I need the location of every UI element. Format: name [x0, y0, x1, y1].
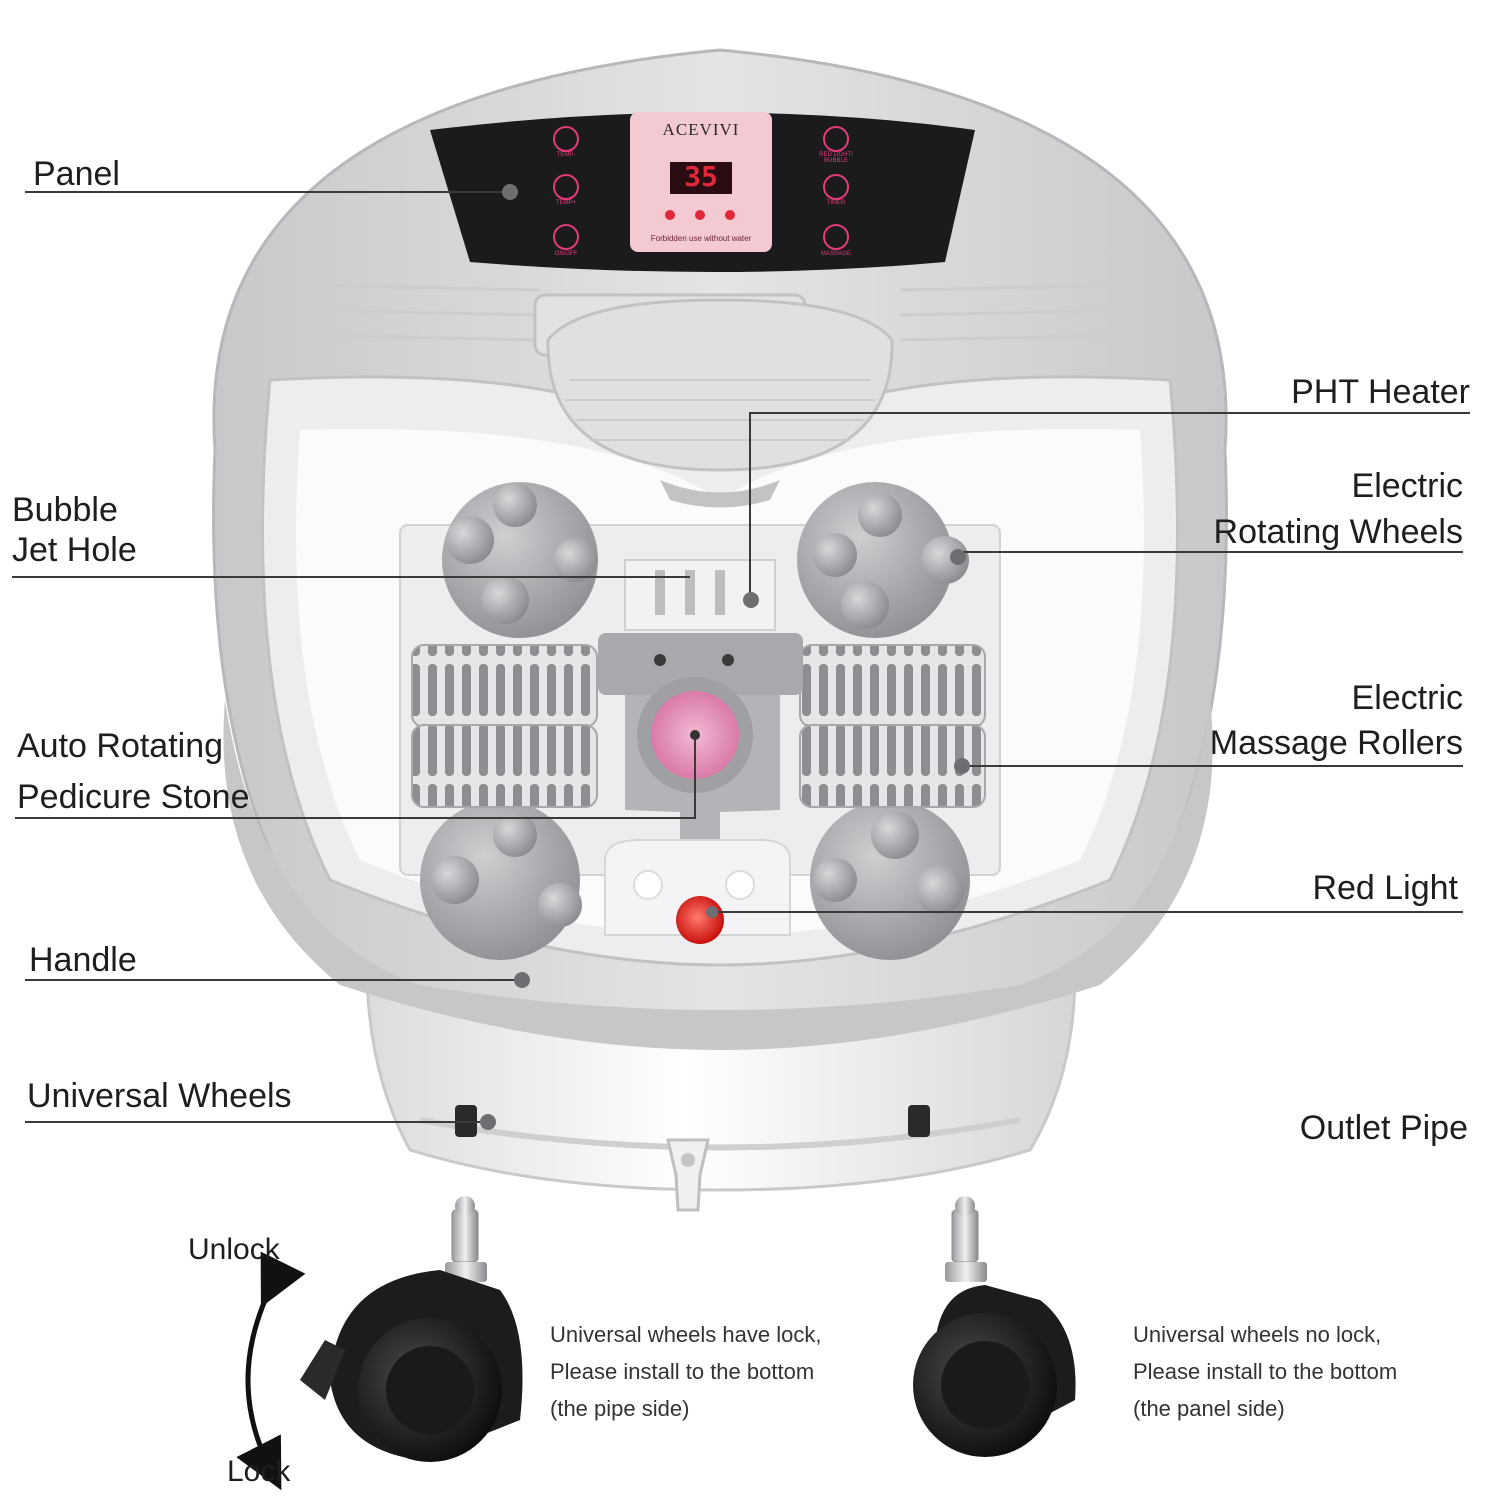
non-locking-note-line3: (the panel side): [1133, 1396, 1285, 1421]
wheel-bottom-left: [420, 800, 582, 960]
non-locking-note-line1: Universal wheels no lock,: [1133, 1322, 1382, 1347]
massage-icon: [823, 224, 849, 250]
label-handle: Handle: [29, 941, 137, 979]
non-locking-caster-wheel: [913, 1196, 1076, 1457]
btn-label-temp-down: TEMP-: [556, 152, 576, 158]
heater-cover: [533, 293, 894, 508]
rotating-wheels: [420, 482, 970, 960]
roller-bottom-left: [411, 724, 598, 808]
label-bubble-jet-hole-line1: Bubble: [12, 491, 118, 529]
callout-dots: [480, 184, 970, 1130]
btn-label-red-light-bubble: RED LIGHT/ BUBBLE: [819, 152, 853, 164]
label-universal-wheels: Universal Wheels: [27, 1077, 292, 1115]
btn-label-massage: MASSAGE: [821, 251, 851, 257]
label-electric-rollers-line1: Electric: [1351, 679, 1463, 717]
massage-rollers: [411, 644, 986, 808]
wheel-top-left: [442, 482, 598, 638]
label-red-light: Red Light: [1312, 869, 1458, 907]
label-panel: Panel: [33, 155, 120, 193]
base-wheel-right: [908, 1105, 930, 1137]
pedicure-stone-hub: [598, 633, 803, 840]
btn-label-temp-up: TEMP+: [555, 200, 577, 206]
control-panel: [430, 112, 975, 272]
roller-top-right: [799, 644, 986, 728]
roller-top-left: [411, 644, 598, 728]
panel-warning: Forbidden use without water: [650, 234, 752, 243]
label-unlock: Unlock: [188, 1233, 280, 1266]
temperature-readout: 35: [684, 160, 718, 193]
locking-caster-wheel: [300, 1196, 523, 1462]
locking-note-line1: Universal wheels have lock,: [550, 1322, 822, 1347]
locking-note-line3: (the pipe side): [550, 1396, 690, 1421]
red-light-module: [604, 839, 791, 944]
label-electric-wheels-line1: Electric: [1351, 467, 1463, 505]
digit-display: [670, 162, 732, 194]
label-auto-rotating-line2: Pedicure Stone: [17, 778, 250, 816]
lock-lever: [300, 1340, 345, 1400]
locking-note-line2: Please install to the bottom: [550, 1359, 815, 1384]
outlet-pipe: [666, 1138, 710, 1212]
leader-lines: [12, 191, 1470, 1123]
wheel-bottom-right: [810, 800, 970, 960]
label-pht-heater: PHT Heater: [1291, 373, 1470, 411]
label-lock: Lock: [227, 1455, 291, 1488]
label-auto-rotating-line1: Auto Rotating: [17, 727, 224, 765]
temp-down-icon: [553, 126, 579, 152]
label-electric-wheels-line2: Rotating Wheels: [1213, 513, 1463, 551]
btn-label-power: ON/OFF: [554, 251, 578, 257]
red-light-lamp: [676, 896, 724, 944]
label-outlet-pipe: Outlet Pipe: [1299, 1109, 1468, 1147]
lock-unlock-arrow: [236, 1251, 306, 1491]
label-electric-rollers-line2: Massage Rollers: [1209, 724, 1463, 762]
non-locking-note-line2: Please install to the bottom: [1133, 1359, 1398, 1384]
temp-up-icon: [553, 174, 579, 200]
wheel-top-right: [797, 482, 969, 638]
red-light-bubble-icon: [823, 126, 849, 152]
brand-logo: ACEVIVI: [662, 120, 740, 139]
power-icon: [553, 224, 579, 250]
btn-label-timer: TIMER: [826, 200, 846, 206]
timer-icon: [823, 174, 849, 200]
label-bubble-jet-hole-line2: Jet Hole: [12, 531, 137, 569]
